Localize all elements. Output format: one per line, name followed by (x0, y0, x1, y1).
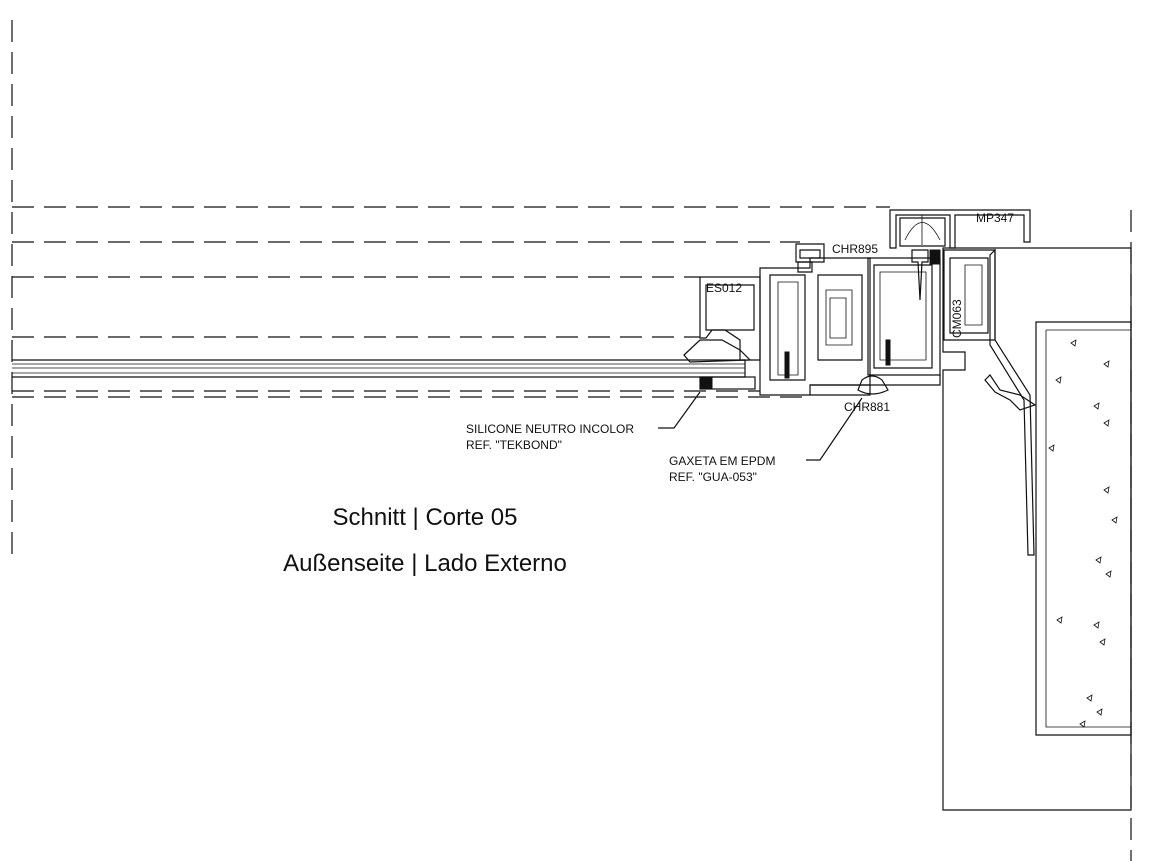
glazing-seals (683, 339, 889, 395)
callout-gasket-line2: REF. "GUA-053" (669, 470, 757, 484)
label-es012: ES012 (706, 281, 742, 295)
label-chr895: CHR895 (832, 242, 878, 256)
callout-gasket-line1: GAXETA EM EPDM (669, 454, 775, 468)
label-mp347: MP347 (976, 211, 1014, 225)
title-line1: Schnitt | Corte 05 (333, 504, 518, 531)
mp347-profile (889, 209, 1031, 249)
label-chr881: CHR881 (844, 400, 890, 414)
label-cm063: CM063 (950, 299, 964, 338)
wall-anchor-strip (984, 248, 1037, 556)
callout-silicone-line2: REF. "TEKBOND" (466, 438, 562, 452)
leader-lines (658, 391, 863, 461)
title-line2: Außenseite | Lado Externo (283, 550, 567, 577)
frame-profiles (699, 249, 996, 396)
callout-silicone-line1: SILICONE NEUTRO INCOLOR (466, 422, 634, 436)
concrete-wall (942, 247, 1132, 811)
glass-panel (12, 359, 746, 378)
hidden-lines (12, 206, 890, 398)
